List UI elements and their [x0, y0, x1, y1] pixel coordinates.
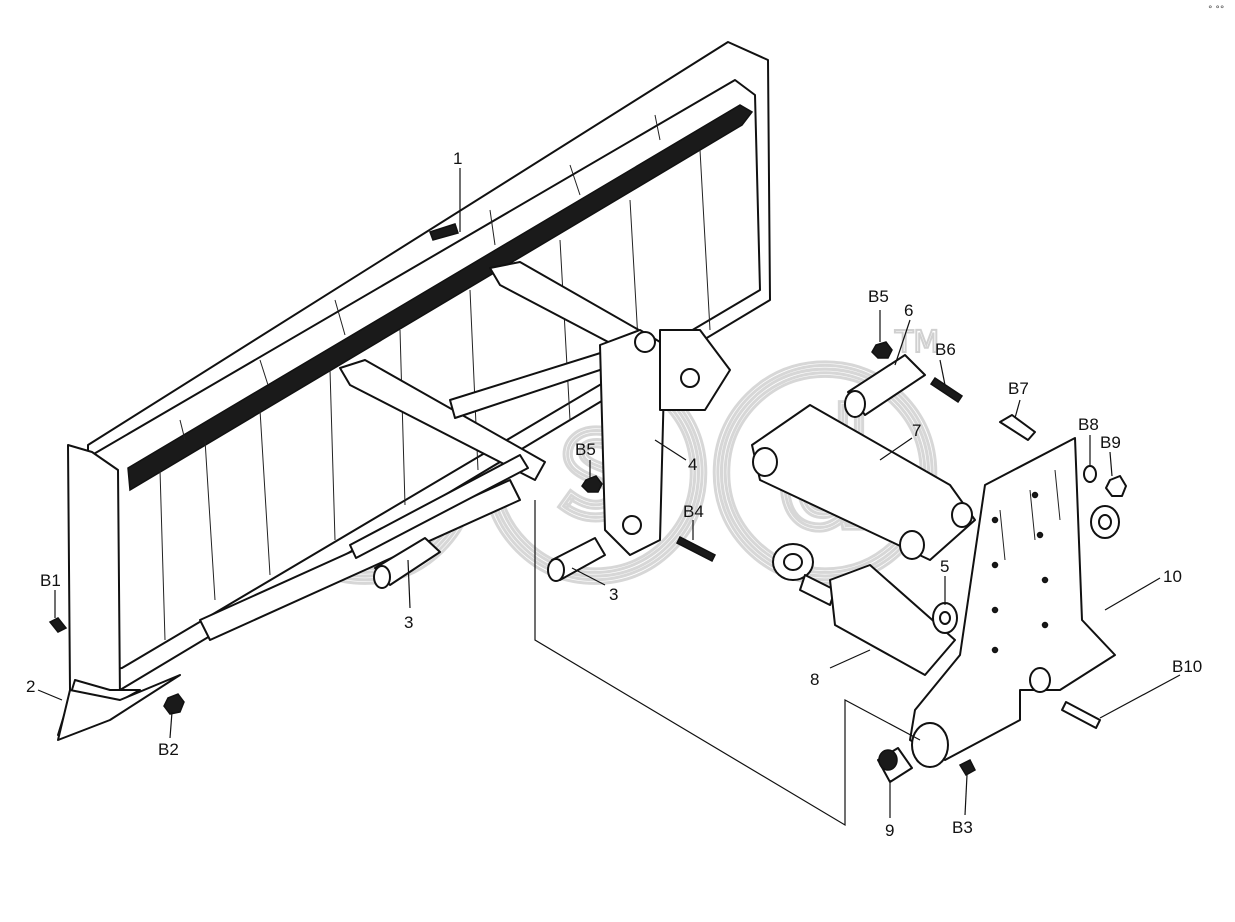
link-plate-part-4	[599, 329, 731, 556]
pin-part-6	[844, 354, 926, 418]
callout-1: 1	[453, 149, 462, 168]
bolt-b7	[999, 414, 1036, 441]
corner-mark: ° °°	[1208, 5, 1224, 15]
callout-7: 7	[912, 421, 921, 440]
bolt-b3	[958, 758, 976, 777]
blade-part-1	[57, 41, 771, 736]
cylinder-part-8	[772, 543, 956, 676]
bushing-part-9	[877, 747, 913, 783]
callout-6: 6	[904, 301, 913, 320]
washer-b8	[1083, 465, 1097, 483]
nut-b2	[163, 693, 185, 715]
bushing-b9	[1090, 505, 1120, 539]
callout-b4: B4	[683, 502, 704, 521]
callout-2: 2	[26, 677, 35, 696]
callout-b6: B6	[935, 340, 956, 359]
cutting-edge-part-2	[57, 674, 181, 741]
callout-4: 4	[688, 455, 697, 474]
callout-b8: B8	[1078, 415, 1099, 434]
callout-b5b: B5	[575, 440, 596, 459]
nut-b5a	[871, 341, 893, 359]
bushing-part-5	[932, 602, 958, 634]
bolt-b4	[675, 535, 717, 563]
watermark-tm: TM	[894, 325, 939, 360]
callout-b3: B3	[952, 818, 973, 837]
callout-b5a: B5	[868, 287, 889, 306]
assembly-connector-line	[534, 500, 921, 827]
pin-part-3b	[547, 537, 606, 582]
callout-b7: B7	[1008, 379, 1029, 398]
callout-9: 9	[885, 821, 894, 840]
bolt-b10	[1061, 701, 1101, 729]
callout-10: 10	[1163, 567, 1182, 586]
callout-labels: 1 2 3 3 4 5 6 7 8 9 10 B1 B2 B3 B4 B5 B5…	[26, 149, 1202, 840]
callout-8: 8	[810, 670, 819, 689]
callout-3b: 3	[609, 585, 618, 604]
nut-b5b	[581, 475, 603, 493]
bolt-b6	[929, 376, 964, 404]
bolt-b1	[48, 617, 68, 633]
callout-b9: B9	[1100, 433, 1121, 452]
nut-b9	[1105, 475, 1127, 497]
callout-5: 5	[940, 557, 949, 576]
callout-3a: 3	[404, 613, 413, 632]
callout-b1: B1	[40, 571, 61, 590]
callout-b10: B10	[1172, 657, 1202, 676]
bracket-part-10	[909, 437, 1116, 768]
leader-lines	[37, 168, 1181, 818]
callout-b2: B2	[158, 740, 179, 759]
link-part-7	[751, 404, 976, 561]
